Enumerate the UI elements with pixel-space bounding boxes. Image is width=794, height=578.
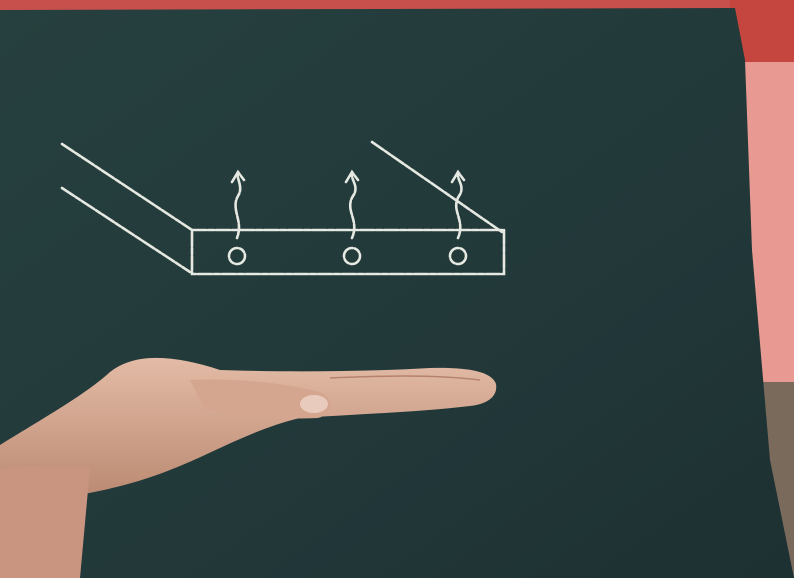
wrist	[0, 466, 90, 578]
chalkboard	[0, 8, 794, 578]
thumbnail	[300, 395, 328, 413]
